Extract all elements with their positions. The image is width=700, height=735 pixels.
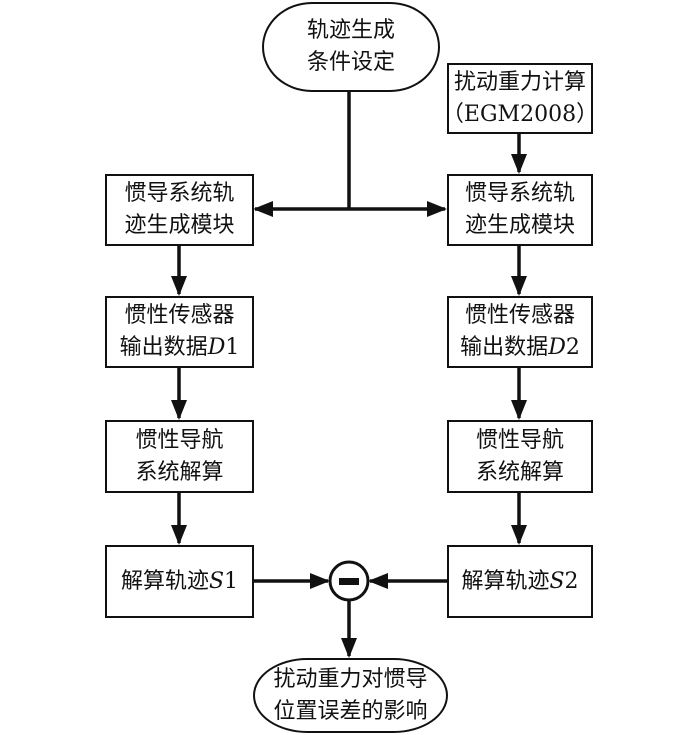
left-result-idx: 1 — [224, 568, 239, 594]
right-solve-node: 惯性导航 系统解算 — [447, 420, 593, 493]
right-result-var: S — [549, 568, 565, 594]
right-sensor-idx: 2 — [565, 335, 580, 360]
end-node: 扰动重力对惯导 位置误差的影响 — [253, 658, 448, 733]
left-result-var: S — [208, 568, 225, 594]
start-node-line-2: 条件设定 — [306, 50, 395, 75]
right-result-node: 解算轨迹S2 — [447, 545, 593, 618]
left-sensor-var: D — [207, 335, 226, 360]
gravity-calc-node: 扰动重力计算 （EGM2008） — [442, 63, 598, 134]
start-node: 轨迹生成 条件设定 — [262, 2, 440, 92]
left-sensor-idx: 1 — [225, 335, 240, 360]
right-sensor-line-1: 惯性传感器 — [464, 303, 575, 328]
left-sensor-line-1: 惯性传感器 — [124, 303, 235, 328]
left-traj-line-1: 惯导系统轨 — [124, 181, 235, 206]
right-traj-line-1: 惯导系统轨 — [464, 181, 575, 206]
left-result-node: 解算轨迹S1 — [105, 545, 254, 618]
start-node-line-1: 轨迹生成 — [306, 18, 395, 43]
right-sensor-node: 惯性传感器 输出数据D2 — [447, 296, 593, 368]
left-sensor-text: 输出数据 — [119, 335, 208, 360]
right-result-text: 解算轨迹 — [461, 568, 550, 594]
left-traj-gen-node: 惯导系统轨 迹生成模块 — [105, 174, 254, 246]
right-traj-gen-node: 惯导系统轨 迹生成模块 — [447, 174, 593, 246]
right-result-label: 解算轨迹S2 — [461, 566, 578, 598]
left-result-label: 解算轨迹S1 — [121, 566, 238, 598]
left-traj-line-2: 迹生成模块 — [124, 213, 235, 238]
left-solve-node: 惯性导航 系统解算 — [105, 420, 254, 493]
right-sensor-text: 输出数据 — [460, 335, 549, 360]
minus-icon — [339, 578, 359, 585]
gravity-line-1: 扰动重力计算 — [453, 69, 586, 95]
right-sensor-var: D — [548, 335, 566, 360]
left-sensor-line-2: 输出数据D1 — [120, 332, 240, 364]
gravity-line-2: （EGM2008） — [441, 101, 599, 127]
left-solve-line-1: 惯性导航 — [135, 427, 224, 453]
right-solve-line-1: 惯性导航 — [475, 427, 564, 453]
end-node-line-1: 扰动重力对惯导 — [273, 666, 428, 692]
right-sensor-line-2: 输出数据D2 — [460, 332, 580, 364]
left-solve-line-2: 系统解算 — [135, 459, 224, 485]
left-result-text: 解算轨迹 — [120, 568, 209, 594]
right-traj-line-2: 迹生成模块 — [464, 213, 575, 238]
end-node-line-2: 位置误差的影响 — [273, 698, 428, 724]
left-sensor-node: 惯性传感器 输出数据D1 — [105, 296, 254, 368]
right-result-idx: 2 — [564, 568, 579, 594]
right-solve-line-2: 系统解算 — [475, 459, 564, 485]
